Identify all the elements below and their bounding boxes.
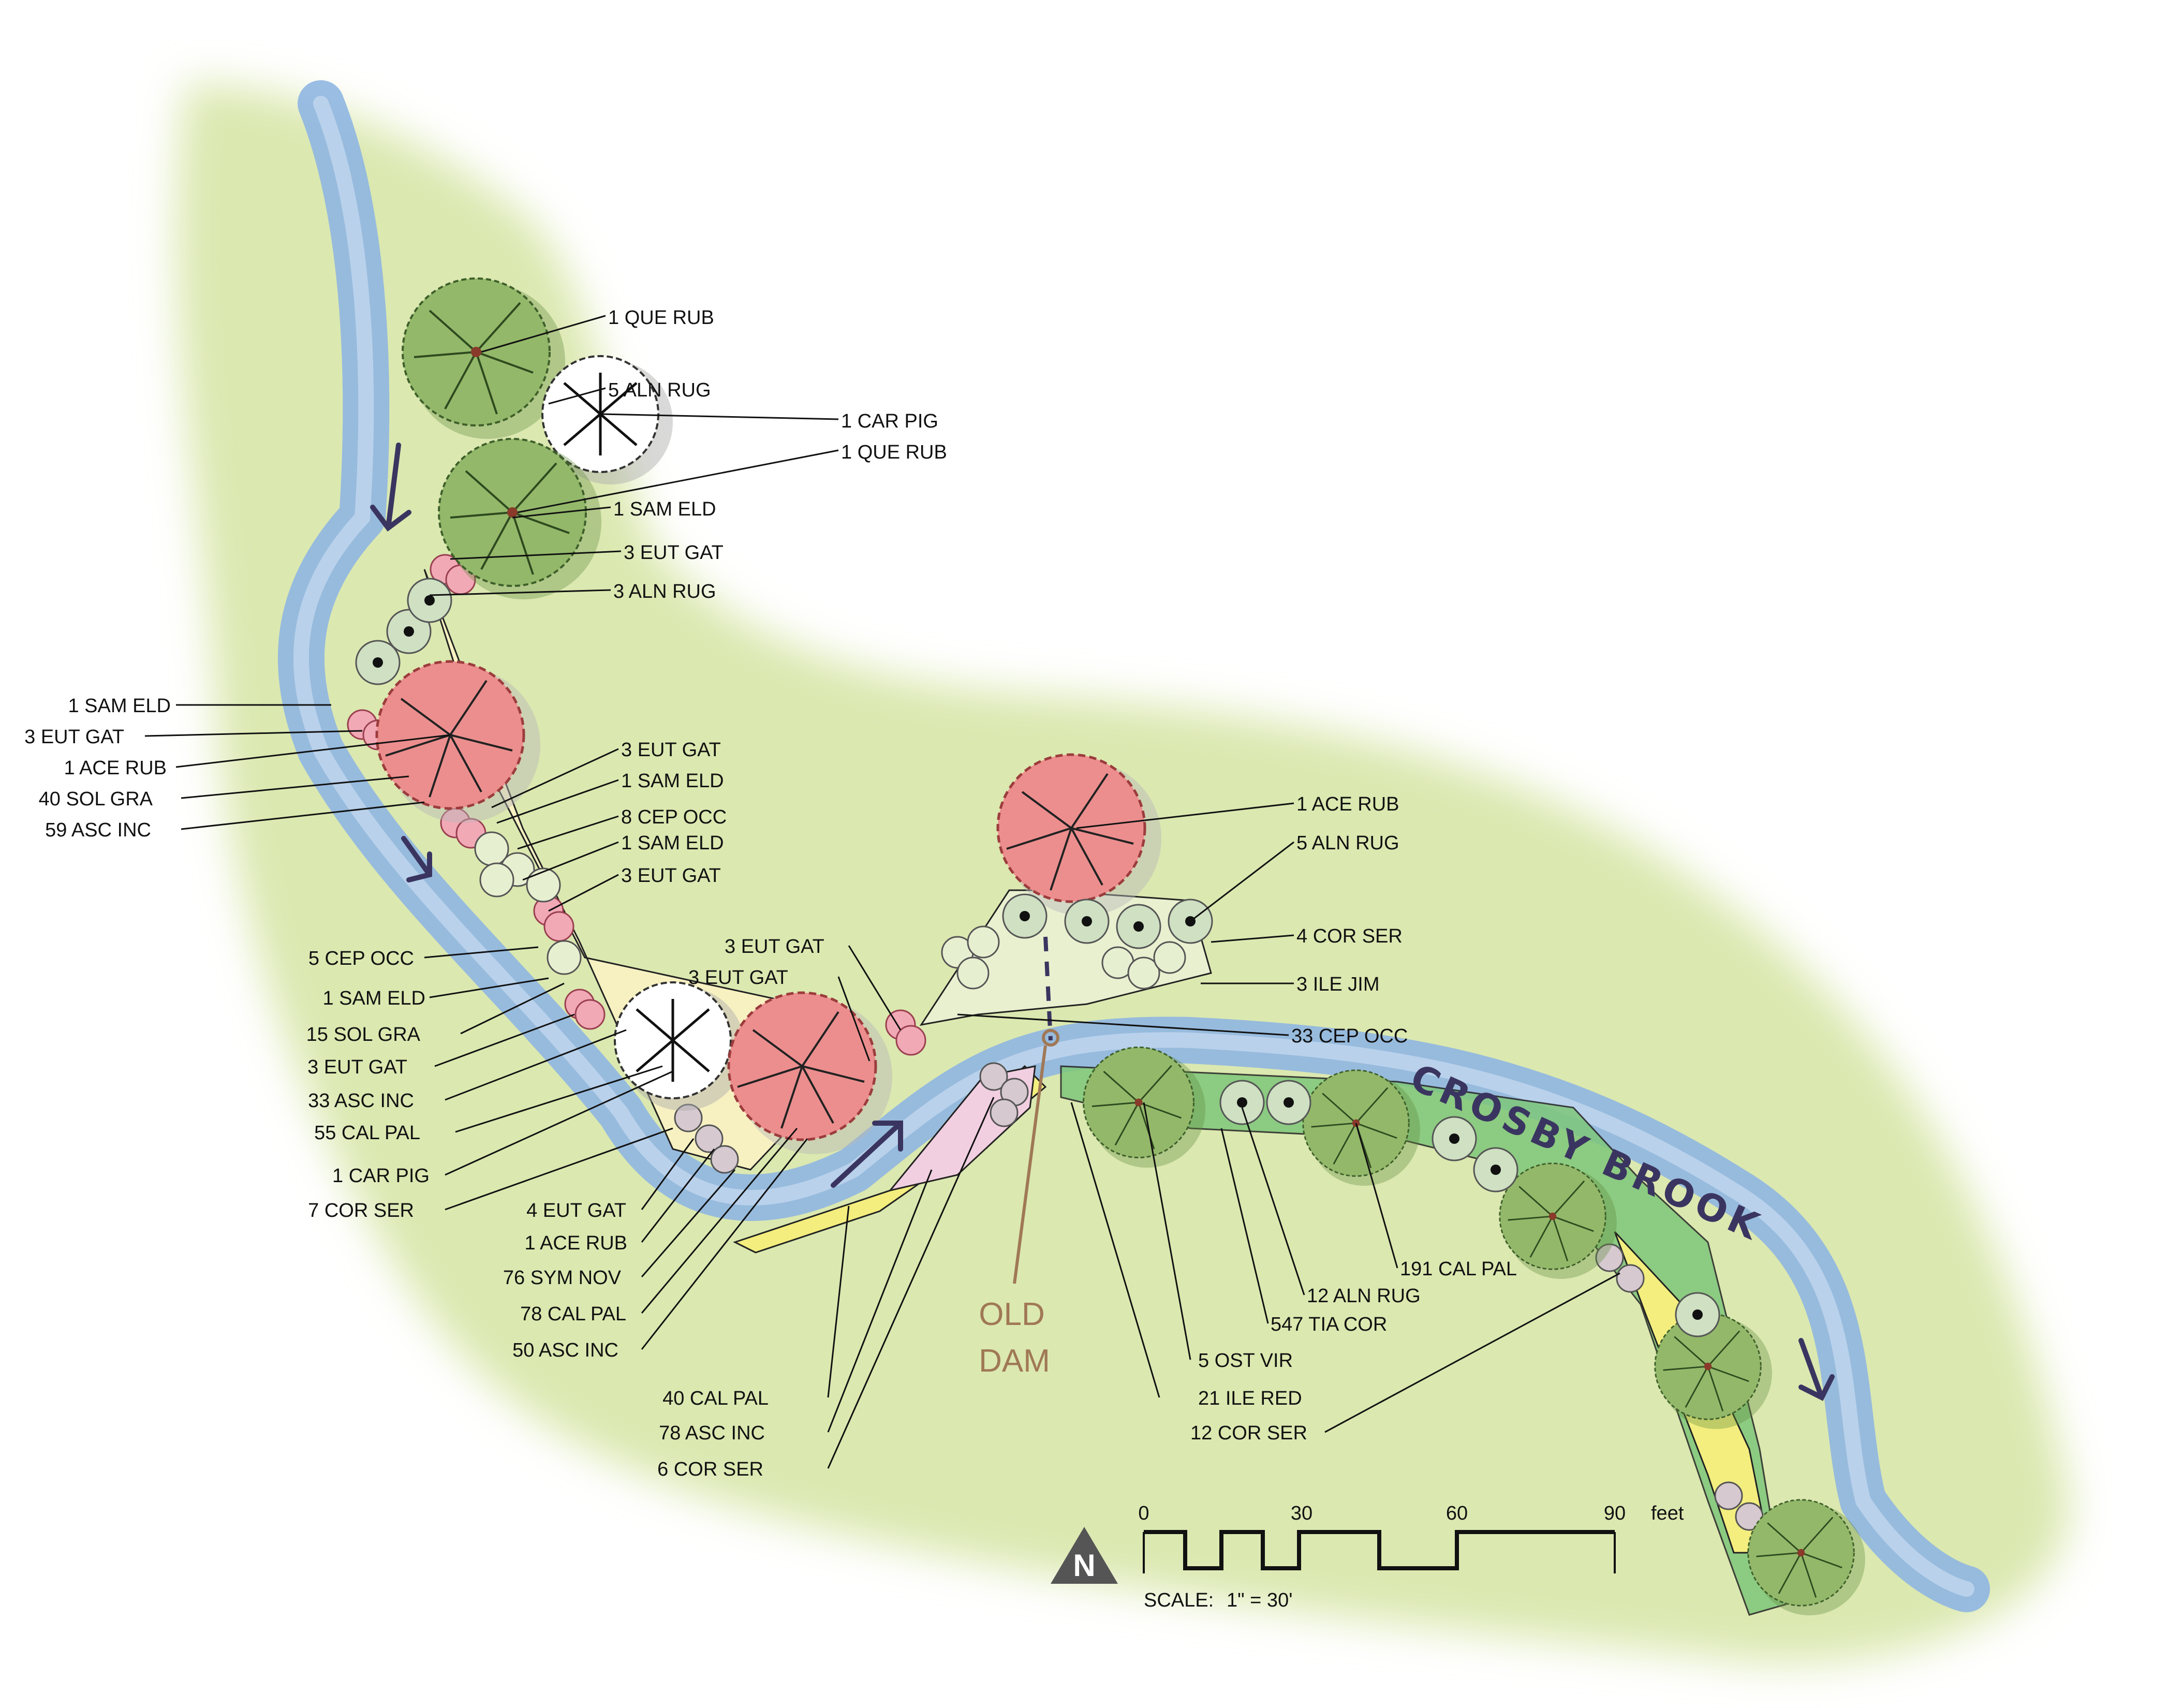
label-l5: 33 ASC INC: [308, 1090, 414, 1112]
label-l7: 1 CAR PIG: [332, 1165, 430, 1187]
label-m2: 1 SAM ELD: [621, 770, 724, 792]
label-n5: 1 SAM ELD: [613, 498, 716, 520]
label-b7: 78 ASC INC: [659, 1422, 765, 1444]
scale-tick-60: 60: [1446, 1503, 1468, 1524]
label-e4: 3 ILE JIM: [1296, 974, 1380, 995]
label-n1: 1 QUE RUB: [608, 307, 714, 329]
label-c2: 3 EUT GAT: [688, 967, 788, 989]
label-n3: 1 CAR PIG: [841, 410, 938, 432]
scale-tick-0: 0: [1138, 1503, 1149, 1524]
label-n6: 3 EUT GAT: [624, 542, 724, 564]
label-m4: 1 SAM ELD: [621, 832, 724, 854]
label-b2: 1 ACE RUB: [524, 1232, 627, 1254]
label-m3: 8 CEP OCC: [621, 806, 727, 828]
scale-ratio: 1" = 30': [1227, 1589, 1292, 1611]
scale-tick-90: 90: [1604, 1503, 1626, 1524]
scale-unit: feet: [1651, 1503, 1684, 1524]
leader-lines: [144, 315, 1620, 1469]
scale-bar: 0 30 60 90 feet SCALE: 1" = 30': [1138, 1503, 1684, 1611]
label-s5: 21 ILE RED: [1198, 1388, 1302, 1409]
label-w4: 40 SOL GRA: [39, 788, 153, 810]
label-l1: 5 CEP OCC: [308, 948, 414, 969]
label-b6: 40 CAL PAL: [662, 1388, 769, 1409]
old-dam-label-1: OLD: [979, 1297, 1044, 1332]
label-w2: 3 EUT GAT: [24, 726, 124, 748]
label-l6: 55 CAL PAL: [314, 1122, 420, 1144]
label-b5: 50 ASC INC: [512, 1339, 618, 1361]
label-w5: 59 ASC INC: [45, 819, 151, 841]
label-w1: 1 SAM ELD: [68, 695, 171, 717]
label-n7: 3 ALN RUG: [613, 581, 716, 602]
label-m5: 3 EUT GAT: [621, 865, 721, 887]
label-s3: 547 TIA COR: [1271, 1314, 1387, 1335]
label-l2: 1 SAM ELD: [322, 988, 425, 1009]
plant-labels: 1 QUE RUB 5 ALN RUG 1 CAR PIG 1 QUE RUB …: [24, 307, 1517, 1480]
label-s2: 12 ALN RUG: [1307, 1285, 1421, 1307]
label-w3: 1 ACE RUB: [64, 757, 167, 779]
old-dam: OLD DAM: [979, 936, 1059, 1379]
label-l3: 15 SOL GRA: [306, 1024, 421, 1046]
scale-label: SCALE:: [1144, 1589, 1214, 1611]
scale-tick-30: 30: [1291, 1503, 1312, 1524]
north-label: N: [1073, 1548, 1095, 1583]
label-l4: 3 EUT GAT: [307, 1056, 407, 1078]
shrub-pale-cluster: [474, 831, 1186, 990]
label-s6: 12 COR SER: [1190, 1422, 1307, 1444]
label-b4: 78 CAL PAL: [520, 1303, 626, 1325]
label-c1: 3 EUT GAT: [725, 936, 824, 958]
flow-arrows: [370, 443, 1835, 1401]
label-e2: 5 ALN RUG: [1296, 832, 1399, 854]
label-s4: 5 OST VIR: [1198, 1350, 1293, 1372]
label-e3: 4 COR SER: [1296, 925, 1403, 947]
label-b8: 6 COR SER: [657, 1459, 763, 1480]
label-n4: 1 QUE RUB: [841, 441, 947, 463]
label-b3: 76 SYM NOV: [503, 1267, 622, 1289]
label-m1: 3 EUT GAT: [621, 739, 721, 761]
label-l8: 7 COR SER: [308, 1200, 414, 1221]
old-dam-label-2: DAM: [979, 1343, 1050, 1379]
label-n2: 5 ALN RUG: [608, 379, 711, 401]
label-e1: 1 ACE RUB: [1296, 793, 1399, 815]
label-e5: 33 CEP OCC: [1291, 1025, 1408, 1047]
label-s1: 191 CAL PAL: [1400, 1258, 1517, 1280]
label-b1: 4 EUT GAT: [526, 1200, 626, 1221]
north-arrow: N: [1051, 1527, 1118, 1584]
